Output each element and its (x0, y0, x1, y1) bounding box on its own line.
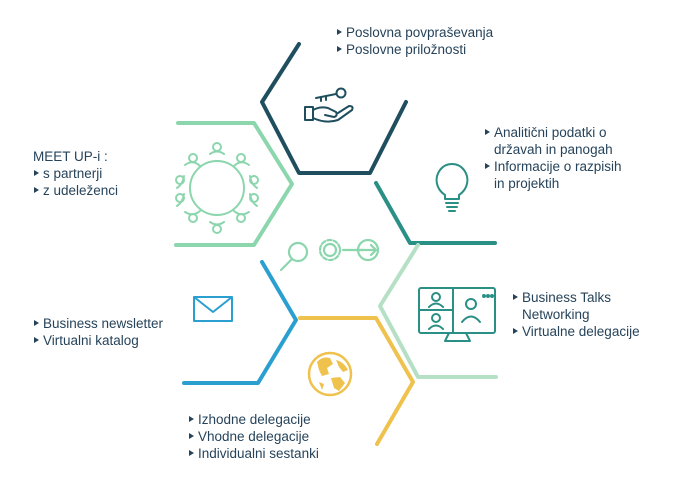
lower-right-section-text: Business Talks Networking Virtualne dele… (512, 289, 640, 340)
upper-right-item-2-cont: in projektih (494, 176, 560, 191)
hand-key-icon (304, 87, 354, 123)
navy-hexagon-line (260, 42, 408, 175)
envelope-icon (193, 296, 233, 322)
bottom-item-3: Individualni sestanki (188, 445, 319, 462)
search-gear-arrow-icon (279, 238, 380, 272)
top-hexagon (260, 42, 408, 175)
meeting-table-icon (175, 142, 259, 234)
lower-right-item-1-cont: Networking (522, 307, 590, 322)
upper-right-section-text: Analitični podatki o državah in panogah … (484, 124, 622, 192)
pale-green-hexagon-line (378, 243, 498, 379)
upper-right-item-1: Analitični podatki o (484, 124, 622, 141)
lightbulb-icon (435, 163, 469, 212)
bottom-item-1: Izhodne delegacije (188, 411, 319, 428)
meetups-title: MEET UP-i : (33, 149, 108, 164)
top-item-1: Poslovna povpraševanja (336, 24, 493, 41)
blue-hexagon-line (182, 260, 298, 385)
lower-right-item-2: Virtualne delegacije (512, 323, 640, 340)
top-item-2: Poslovne priložnosti (336, 41, 493, 58)
green-hexagon-line (174, 121, 294, 247)
upper-right-item-2: Informacije o razpisih (484, 158, 622, 175)
lower-left-section-text: Business newsletter Virtualni katalog (33, 315, 163, 349)
bottom-section-text: Izhodne delegacije Vhodne delegacije Ind… (188, 411, 319, 462)
teal-hexagon-line (374, 181, 497, 245)
upper-right-hexagon (374, 181, 497, 245)
lower-left-item-2: Virtualni katalog (33, 332, 163, 349)
top-section-text: Poslovna povpraševanja Poslovne priložno… (336, 24, 493, 58)
bottom-hexagon (298, 316, 415, 446)
yellow-hexagon-line (298, 316, 415, 446)
lower-right-item-1: Business Talks (512, 289, 640, 306)
upper-left-item-1: s partnerji (33, 165, 118, 182)
lower-right-hexagon (378, 243, 498, 379)
globe-icon (307, 351, 353, 397)
bottom-item-2: Vhodne delegacije (188, 428, 319, 445)
video-conference-icon (418, 287, 496, 342)
upper-right-item-1-cont: državah in panogah (494, 142, 613, 157)
upper-left-hexagon (174, 121, 294, 247)
upper-left-item-2: z udeleženci (33, 182, 118, 199)
lower-left-item-1: Business newsletter (33, 315, 163, 332)
upper-left-section-text: MEET UP-i : s partnerji z udeleženci (33, 148, 118, 199)
lower-left-hexagon (182, 260, 298, 385)
